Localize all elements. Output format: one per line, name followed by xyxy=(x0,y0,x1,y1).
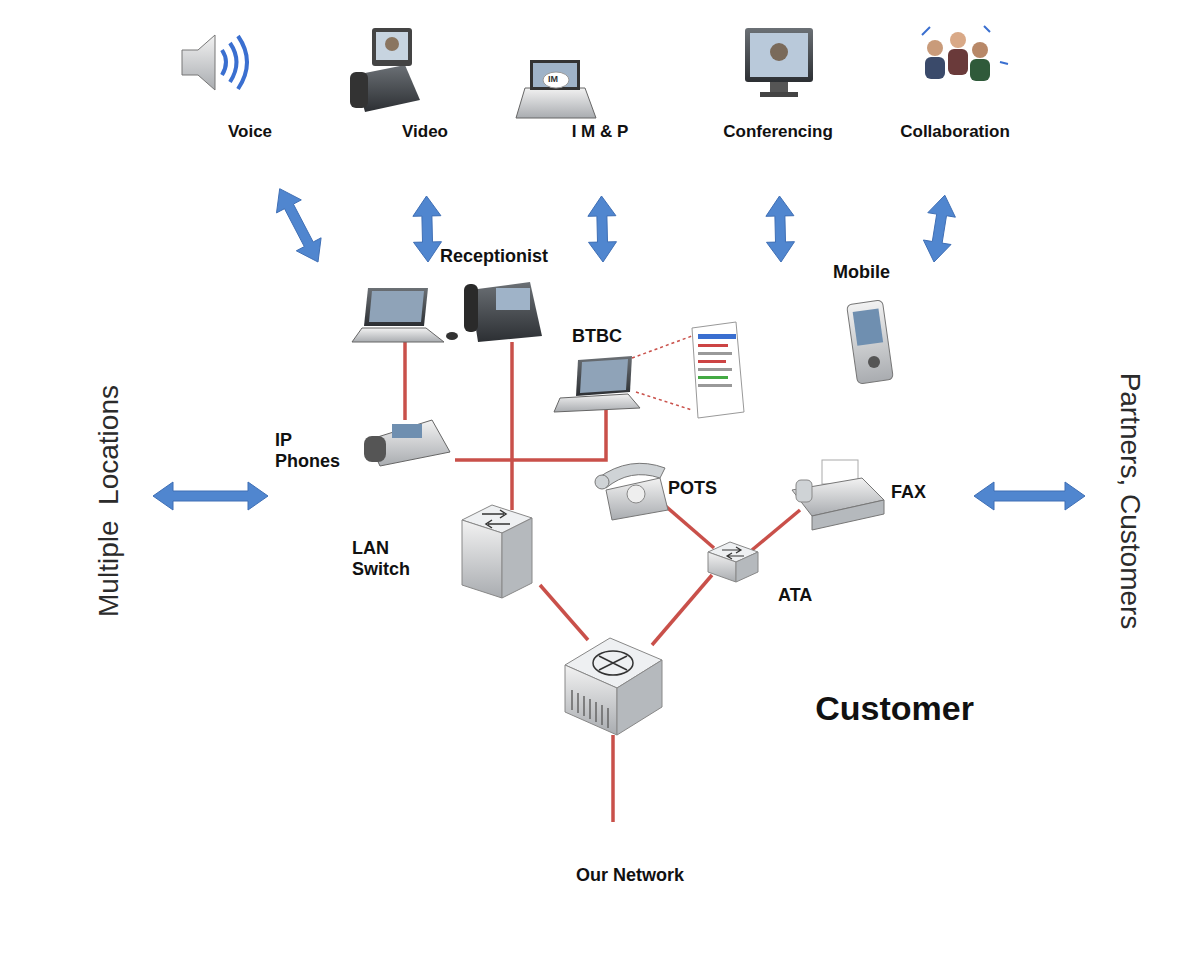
device-label: ATA xyxy=(778,585,812,606)
fax-icon xyxy=(792,460,884,530)
device-label: Mobile xyxy=(833,262,890,283)
network-cloud: Our Network xyxy=(470,800,790,958)
service-circle: Video xyxy=(351,58,499,206)
lan-switch-icon xyxy=(462,505,532,598)
node-label: Voice xyxy=(228,122,272,142)
node-label: Collaboration xyxy=(900,122,1010,142)
node-label: Our Network xyxy=(576,865,684,886)
laptop-icon xyxy=(352,288,458,342)
double-arrow xyxy=(153,482,268,510)
laptop-icon xyxy=(516,60,596,118)
monitor-icon xyxy=(745,28,813,97)
node-label: I M & P xyxy=(572,122,629,142)
node-label: Multiple Locations xyxy=(93,385,125,617)
device-label: POTS xyxy=(668,478,717,499)
service-circle: Voice xyxy=(176,58,324,206)
device-label: Receptionist xyxy=(440,246,548,267)
speaker-icon xyxy=(182,35,247,90)
mobile-icon xyxy=(847,300,894,384)
double-arrow xyxy=(974,482,1085,510)
background-panel xyxy=(8,5,1193,845)
node-label: Customer xyxy=(815,689,974,728)
network-link xyxy=(611,772,615,822)
device-label: FAX xyxy=(891,482,926,503)
people-icon xyxy=(922,26,1008,81)
router-icon xyxy=(565,638,662,735)
desk-phone-icon xyxy=(464,282,542,342)
device-label: IP Phones xyxy=(275,430,355,471)
service-circle: Collaboration xyxy=(881,58,1029,206)
laptop-icon xyxy=(554,322,744,418)
ip-phone-icon xyxy=(364,420,450,466)
device-label: BTBC xyxy=(572,326,622,347)
ata-icon xyxy=(708,542,758,582)
double-arrow xyxy=(413,196,442,262)
node-label: Video xyxy=(402,122,448,142)
double-arrow xyxy=(588,196,617,262)
device-label: LAN Switch xyxy=(352,538,436,579)
double-arrow xyxy=(766,196,795,262)
pots-phone-icon xyxy=(595,463,668,520)
node-label: Conferencing xyxy=(723,122,833,142)
service-circle: Conferencing xyxy=(704,58,852,206)
video-phone-icon xyxy=(350,28,420,112)
node-label: Partners, Customers xyxy=(1114,373,1146,630)
side-band: Multiple Locations xyxy=(65,262,153,740)
double-arrow xyxy=(277,189,322,262)
double-arrow xyxy=(923,195,955,262)
side-band: Partners, Customers xyxy=(1085,262,1175,740)
icon-text: IM xyxy=(548,74,558,84)
